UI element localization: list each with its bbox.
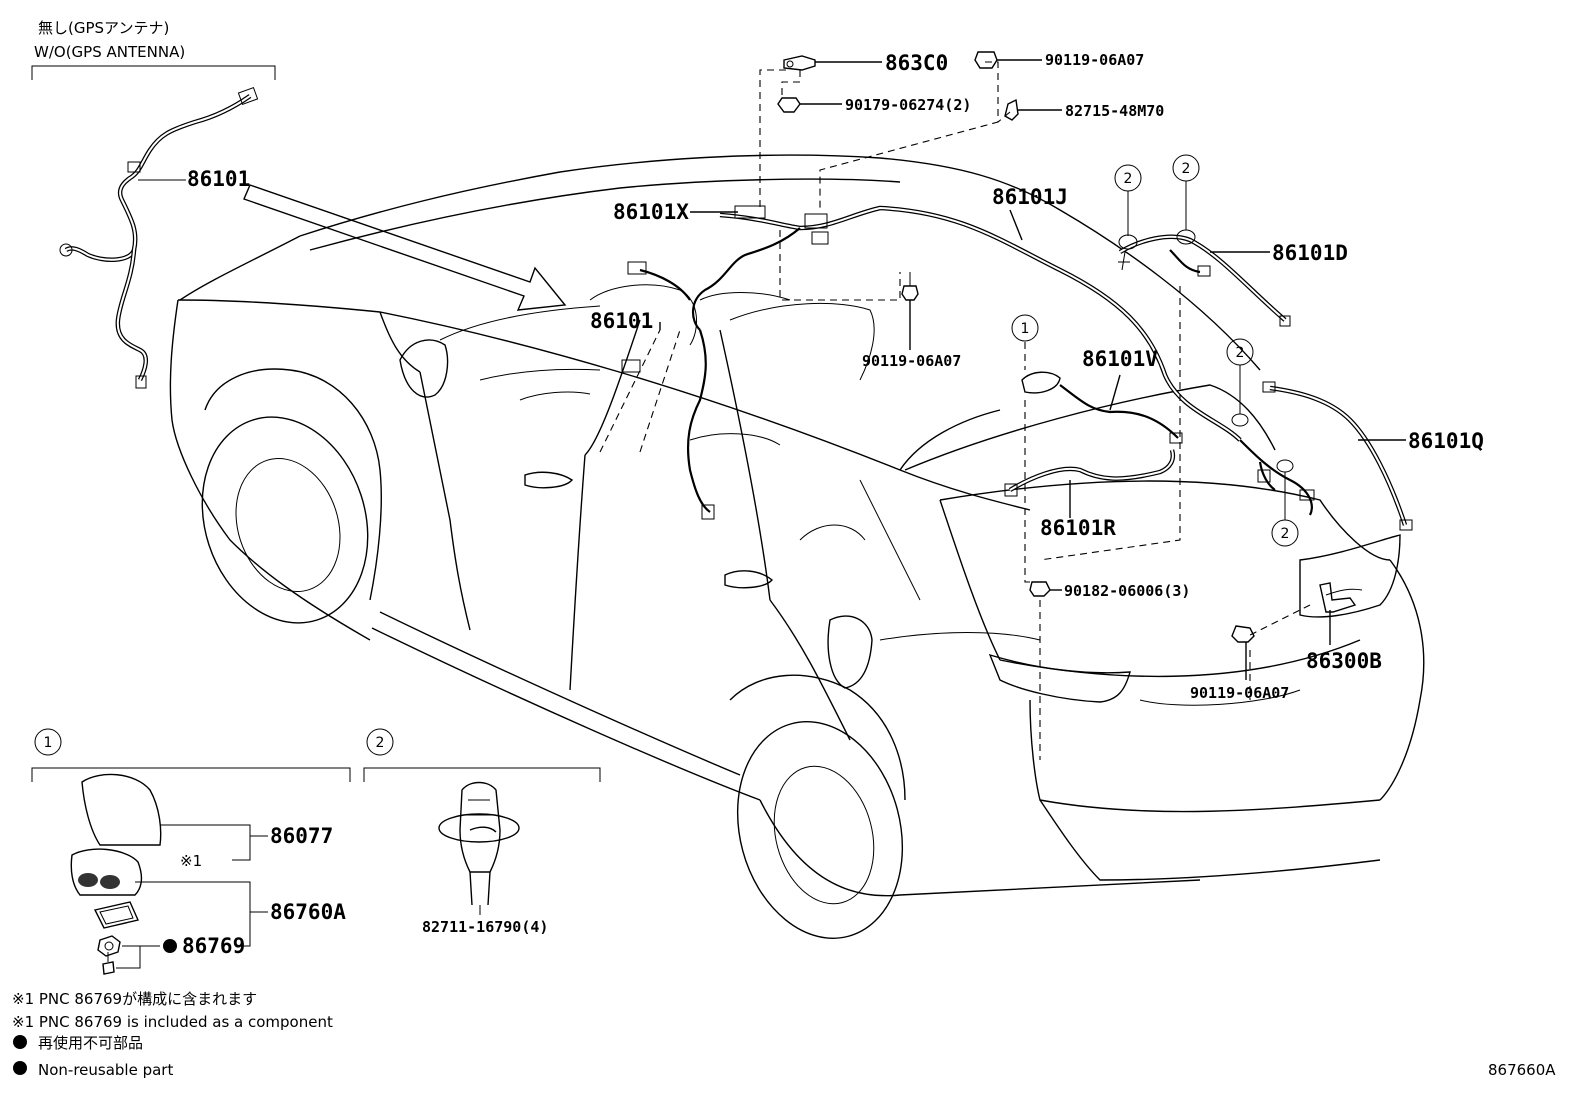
hardware-90119-bot: [1231, 625, 1255, 680]
label-86101D: 86101D: [1272, 241, 1348, 265]
svg-text:2: 2: [1124, 171, 1133, 187]
label-90179: 90179-06274(2): [845, 96, 971, 114]
label-863C0: 863C0: [885, 51, 948, 75]
hardware-90119-top: [974, 51, 1042, 69]
cable-rear-side: [1239, 439, 1315, 516]
label-86300B: 86300B: [1306, 649, 1382, 673]
bullet-dot-2: [13, 1061, 27, 1075]
detail-2-number: 2: [376, 735, 385, 751]
gps-variant-header: 無し(GPSアンテナ) W/O(GPS ANTENNA): [31, 19, 276, 80]
note-line-2: ※1 PNC 86769 is included as a component: [12, 1013, 333, 1031]
cable-86101R: [1004, 449, 1176, 497]
detail-group-1: 1: [31, 728, 351, 975]
vehicle-body-outline: [169, 154, 1425, 939]
detail-group-2: 2: [363, 728, 601, 915]
callout-2-b: 2: [1172, 154, 1200, 230]
header-title-jp: 無し(GPSアンテナ): [38, 19, 169, 37]
roof-harness: [621, 205, 1242, 520]
svg-text:2: 2: [1236, 345, 1245, 361]
part-86300B-shape: [1319, 582, 1363, 613]
svg-text:2: 2: [1281, 526, 1290, 542]
hardware-90119-mid: [901, 272, 919, 350]
label-90119-mid: 90119-06A07: [862, 352, 961, 370]
header-title-en: W/O(GPS ANTENNA): [34, 43, 185, 61]
note-line-3: 再使用不可部品: [38, 1034, 143, 1052]
note-mark-1: ※1: [180, 852, 202, 870]
note-line-4: Non-reusable part: [38, 1061, 173, 1079]
label-90119-bot: 90119-06A07: [1190, 684, 1289, 702]
svg-text:2: 2: [1182, 161, 1191, 177]
callout-1-vehicle: 1: [1011, 314, 1039, 342]
label-86101J: 86101J: [992, 185, 1068, 209]
detail-1-number: 1: [44, 735, 53, 751]
hardware-82715: [1004, 98, 1062, 121]
callout-2-d: 2: [1271, 472, 1299, 547]
label-82711: 82711-16790(4): [422, 918, 548, 936]
label-86077: 86077: [270, 824, 333, 848]
callout-2-c: 2: [1226, 338, 1254, 414]
hardware-90179: [777, 97, 842, 113]
hardware-90182: [1029, 581, 1062, 597]
note-line-1: ※1 PNC 86769が構成に含まれます: [12, 990, 257, 1008]
label-90119-top: 90119-06A07: [1045, 51, 1144, 69]
label-86760A: 86760A: [270, 900, 346, 924]
label-86101-top: 86101: [187, 167, 250, 191]
label-86101-mid: 86101: [590, 309, 653, 333]
label-86769: 86769: [182, 934, 245, 958]
svg-text:1: 1: [1021, 321, 1030, 337]
label-90182: 90182-06006(3): [1064, 582, 1190, 600]
label-86101R: 86101R: [1040, 516, 1116, 540]
cable-86101V: [1021, 371, 1183, 444]
cable-86101Q: [1262, 381, 1413, 531]
cable-86101D: [1118, 234, 1291, 327]
figure-id: 867660A: [1488, 1061, 1556, 1079]
footnotes: ※1 PNC 86769が構成に含まれます ※1 PNC 86769 is in…: [12, 990, 333, 1079]
bullet-dot-1: [13, 1035, 27, 1049]
label-leaders: [659, 209, 1406, 645]
label-86101V: 86101V: [1082, 347, 1158, 371]
label-86101X: 86101X: [613, 200, 689, 224]
callout-2-a: 2: [1114, 164, 1142, 236]
leader-lines: [599, 61, 1311, 760]
pointer-arrow: [243, 184, 567, 311]
label-82715: 82715-48M70: [1065, 102, 1164, 120]
cable-86101-wo-gps: [59, 86, 259, 389]
label-86101Q: 86101Q: [1408, 429, 1484, 453]
hardware-863C0: [783, 55, 882, 71]
